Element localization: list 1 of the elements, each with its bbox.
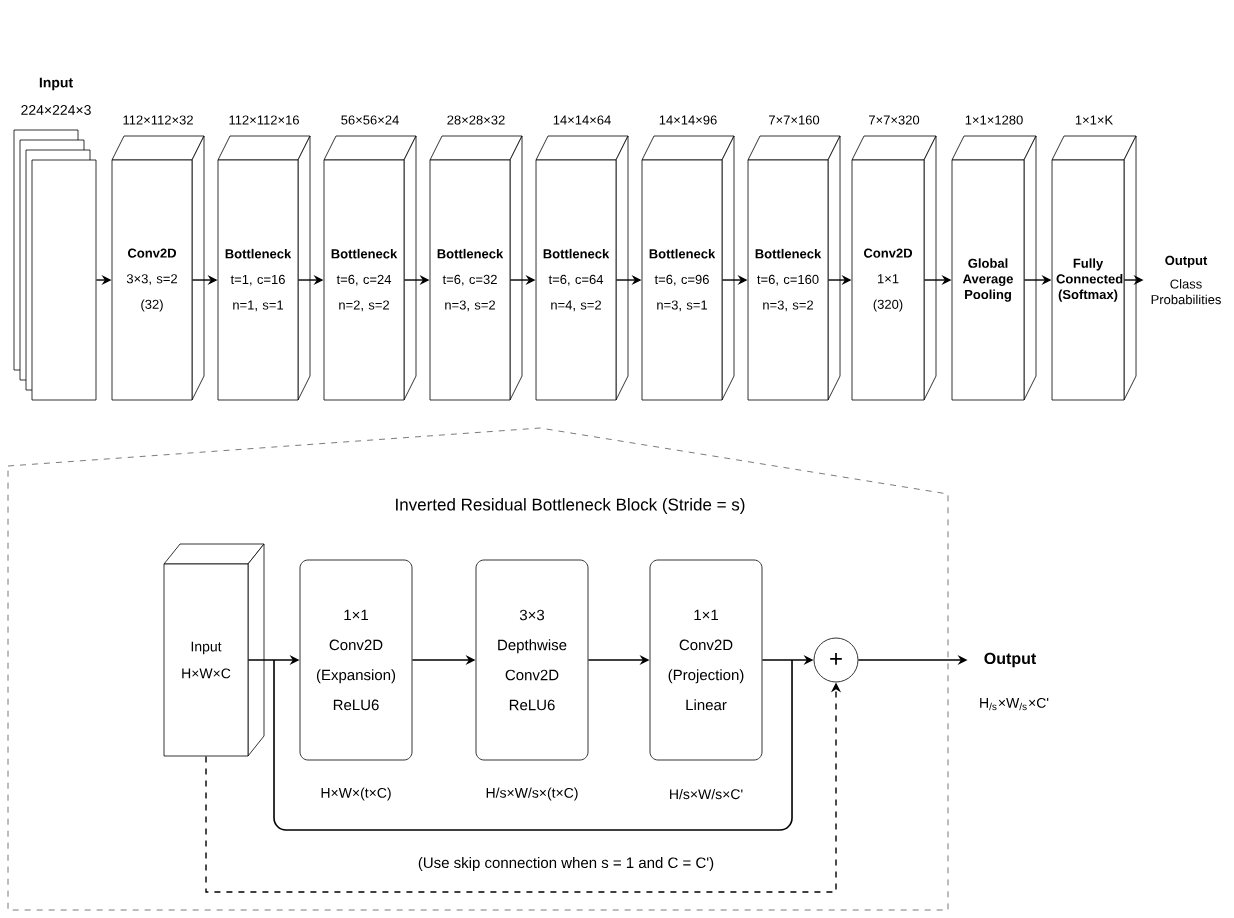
output-label: Output bbox=[984, 652, 1037, 668]
